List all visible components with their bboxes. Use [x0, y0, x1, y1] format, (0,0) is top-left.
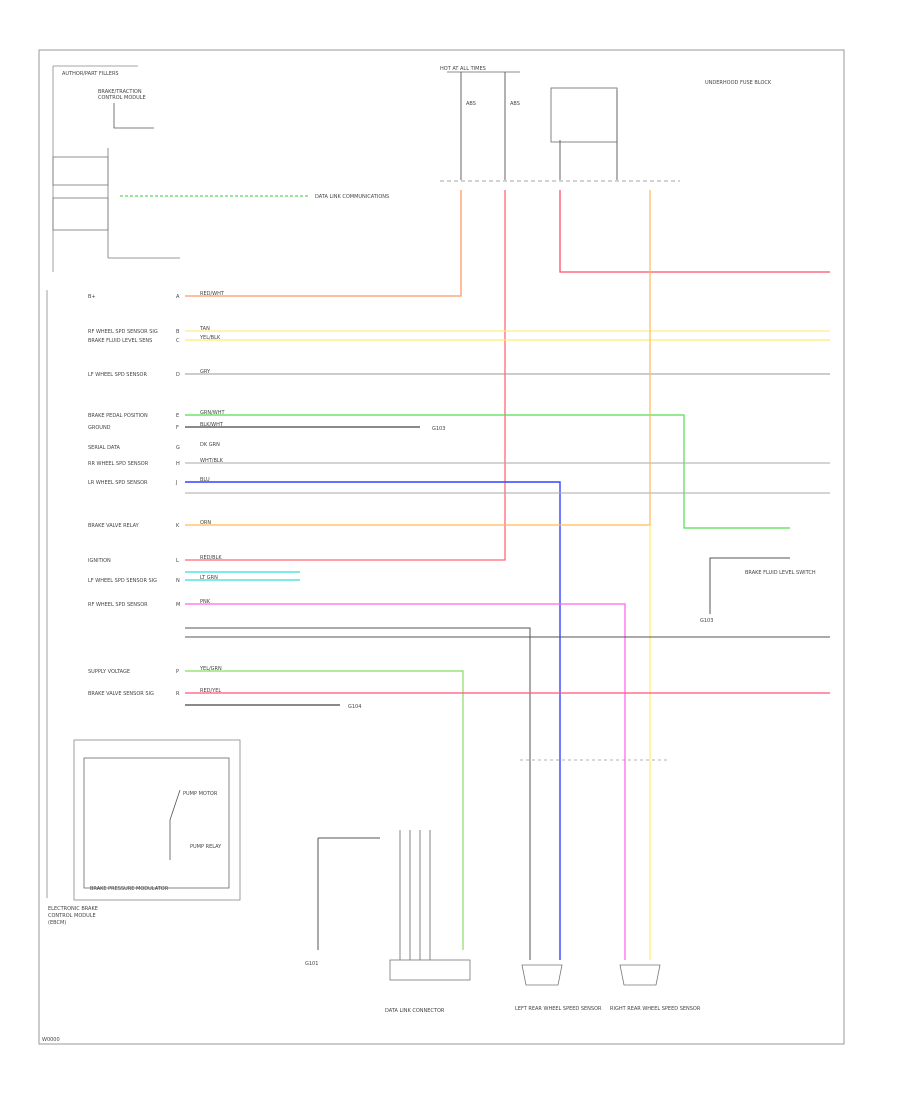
- pin-name: RF WHEEL SPD SENSOR SIG: [88, 329, 158, 335]
- pin-name: LF WHEEL SPD SENSOR SIG: [88, 578, 157, 584]
- wire-color-label: TAN: [199, 326, 210, 332]
- pin-id: P: [176, 669, 179, 675]
- footer-code: W0000: [42, 1037, 60, 1043]
- module-header-line1: AUTHOR/PART FILLERS: [62, 71, 119, 77]
- module-header: AUTHOR/PART FILLERS BRAKE/TRACTION CONTR…: [52, 65, 180, 272]
- pin-name: SUPPLY VOLTAGE: [88, 669, 130, 675]
- fuse-block-title: HOT AT ALL TIMES: [440, 66, 486, 72]
- module-title-2: CONTROL MODULE: [48, 913, 96, 919]
- wire-black-a: [185, 627, 531, 960]
- switch-a-label: PUMP MOTOR: [183, 791, 218, 797]
- lr-sensor-label: LEFT REAR WHEEL SPEED SENSOR: [515, 1006, 602, 1012]
- ebcm-module: BRAKE PRESSURE MODULATOR PUMP MOTOR PUMP…: [46, 290, 241, 926]
- ground-a-note: G103: [432, 426, 445, 432]
- relay-title: UNDERHOOD FUSE BLOCK: [705, 80, 772, 86]
- serial-data-note: DATA LINK COMMUNICATIONS: [315, 194, 389, 200]
- ground-c-note: G103: [700, 618, 713, 624]
- pressure-box-label: BRAKE PRESSURE MODULATOR: [90, 886, 169, 892]
- wire-supply: [185, 670, 464, 950]
- ground-b-note: G104: [348, 704, 361, 710]
- pin-id: R: [176, 691, 180, 697]
- pin-id: G: [176, 445, 180, 451]
- pin-name: BRAKE PEDAL POSITION: [88, 413, 148, 419]
- pin-id: N: [176, 578, 180, 584]
- pin-name: LR WHEEL SPD SENSOR: [88, 480, 148, 486]
- module-title-3: (EBCM): [48, 920, 66, 926]
- wire-color-label: WHT/BLK: [200, 458, 224, 464]
- wire-color-label: ORN: [200, 520, 211, 526]
- wire-color-label: DK GRN: [200, 442, 220, 448]
- module-header-line2: BRAKE/TRACTION: [98, 89, 142, 95]
- left-pin-labels: B+ A RED/WHT RF WHEEL SPD SENSOR SIG B TAN BRA…: [88, 291, 225, 697]
- data-link-connector: DATA LINK CONNECTOR: [385, 830, 471, 1014]
- fuse-block: HOT AT ALL TIMES ABS ABS UNDERHOOD FUSE …: [440, 66, 772, 182]
- pin-id: F: [176, 425, 179, 431]
- diagram-frame: [38, 49, 845, 1045]
- pin-id: M: [176, 602, 180, 608]
- pin-name: BRAKE VALVE RELAY: [88, 523, 140, 529]
- wire-color-label: LT GRN: [200, 575, 218, 581]
- pin-id: J: [175, 480, 177, 486]
- module-title-1: ELECTRONIC BRAKE: [48, 906, 98, 912]
- wires: [185, 190, 830, 960]
- wire-color-label: BLU: [200, 477, 210, 483]
- fuse-a-label: ABS: [466, 101, 476, 107]
- wire-color-label: PNK: [200, 599, 211, 605]
- wire-relay-right: [559, 190, 830, 273]
- pin-id: A: [176, 294, 180, 300]
- connector-label: DATA LINK CONNECTOR: [385, 1008, 445, 1014]
- pin-name: IGNITION: [88, 558, 111, 564]
- pin-name: RR WHEEL SPD SENSOR: [88, 461, 149, 467]
- wire-lr-sensor: [185, 481, 561, 960]
- pin-name: LF WHEEL SPD SENSOR: [88, 372, 147, 378]
- wire-rf-pink: [185, 603, 626, 960]
- pin-id: L: [176, 558, 179, 564]
- lr-sensor: LEFT REAR WHEEL SPEED SENSOR: [515, 964, 602, 1012]
- pin-id: K: [176, 523, 180, 529]
- module-header-line3: CONTROL MODULE: [98, 95, 146, 101]
- pin-id: E: [176, 413, 179, 419]
- wire-color-label: GRY: [200, 369, 211, 375]
- wire-bplus: [185, 190, 462, 297]
- right-switch-note: BRAKE FLUID LEVEL SWITCH: [745, 570, 816, 576]
- pin-name: BRAKE VALVE SENSOR SIG: [88, 691, 154, 697]
- switch-b-label: PUMP RELAY: [190, 844, 222, 850]
- pin-id: B: [176, 329, 180, 335]
- wire-brake-valve: [185, 190, 651, 526]
- wire-switch-ground: [709, 557, 790, 614]
- pin-name: SERIAL DATA: [88, 445, 121, 451]
- rr-sensor: RIGHT REAR WHEEL SPEED SENSOR: [610, 964, 701, 1012]
- wire-color-label: RED/WHT: [200, 291, 225, 297]
- wire-brake-pedal: [185, 414, 790, 529]
- wire-color-label: RED/BLK: [200, 555, 222, 561]
- wire-ignition: [185, 190, 506, 561]
- wire-color-label: YEL/BLK: [199, 335, 221, 341]
- bottom-components: G101 DATA LINK CONNECTOR LEFT REAR WHEEL…: [305, 830, 701, 1014]
- pin-name: GROUND: [88, 425, 111, 431]
- wire-color-label: GRN/WHT: [200, 410, 225, 416]
- fuse-b-label: ABS: [510, 101, 520, 107]
- pin-id: H: [176, 461, 180, 467]
- wire-color-label: BLK/WHT: [200, 422, 224, 428]
- rr-sensor-label: RIGHT REAR WHEEL SPEED SENSOR: [610, 1006, 701, 1012]
- pin-name: RF WHEEL SPD SENSOR: [88, 602, 148, 608]
- pin-id: D: [176, 372, 180, 378]
- pin-name: B+: [88, 294, 96, 300]
- wire-color-label: YEL/GRN: [199, 666, 222, 672]
- bottom-ground-label: G101: [305, 961, 318, 967]
- pin-id: C: [176, 338, 180, 344]
- pin-name: BRAKE FLUID LEVEL SENS: [88, 338, 152, 344]
- wire-color-label: RED/YEL: [200, 688, 221, 694]
